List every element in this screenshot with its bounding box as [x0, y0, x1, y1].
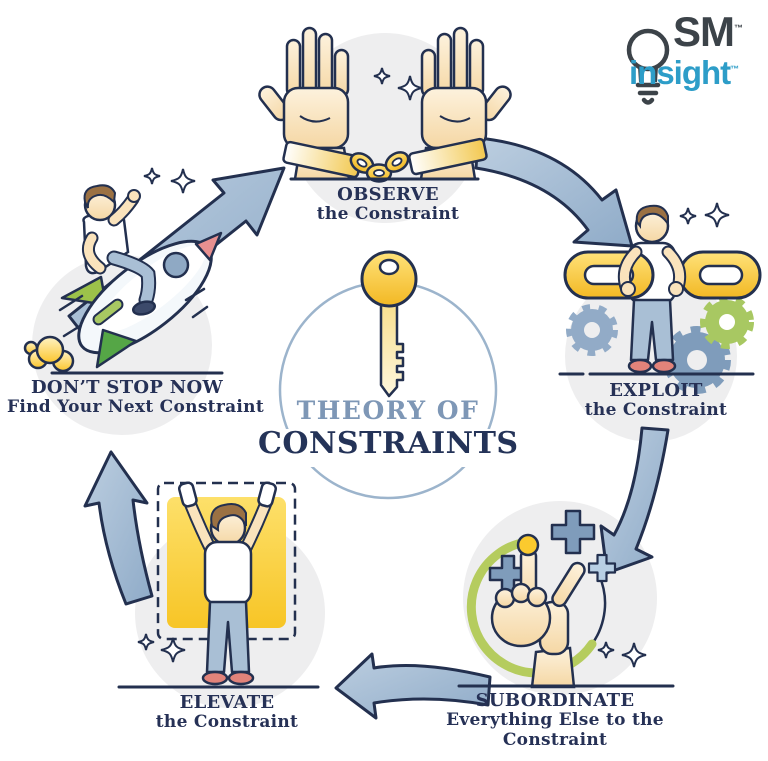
- motion-lines: [58, 287, 209, 338]
- step-exploit-title: EXPLOIT: [609, 380, 703, 401]
- step-elevate-title: ELEVATE: [179, 692, 275, 713]
- sparkle-icon: [143, 167, 161, 185]
- arrow-elevate-to-dont-stop: [83, 450, 154, 606]
- center-title-line1: THEORY OF: [296, 396, 480, 425]
- chain-link-icon: [563, 250, 655, 300]
- logo-sm-text: SM™: [673, 8, 743, 55]
- sparkle-icon: [679, 207, 697, 225]
- step-exploit-subtitle: the Constraint: [584, 400, 728, 420]
- step-observe-subtitle: the Constraint: [316, 204, 460, 224]
- arrow-exploit-to-subordinate: [599, 426, 670, 575]
- step-observe-title: OBSERVE: [337, 184, 439, 205]
- gear-icon: [566, 304, 618, 356]
- fingertip-dot: [516, 533, 540, 557]
- sparkle-icon: [704, 202, 730, 228]
- arrow-observe-to-exploit: [474, 136, 634, 248]
- center-title-line2: CONSTRAINTS: [258, 426, 519, 461]
- trademark-symbol: ™: [730, 64, 740, 74]
- step-subordinate-subtitle2: Constraint: [502, 730, 608, 750]
- step-elevate-subtitle: the Constraint: [155, 712, 299, 732]
- step-dont-stop-title: DON’T STOP NOW: [30, 377, 224, 398]
- baseline-rules: [50, 177, 755, 689]
- rocket-flame-icon: [23, 335, 75, 373]
- elevate-person-illustration: [137, 481, 297, 686]
- handcuff-icon: [408, 137, 488, 176]
- step-subordinate-subtitle1: Everything Else to the: [446, 710, 664, 730]
- chain-icon: [349, 151, 410, 183]
- sm-insight-logo: SM™ insight™: [616, 8, 766, 114]
- step-dont-stop-subtitle: Find Your Next Constraint: [7, 397, 264, 417]
- trademark-symbol: ™: [734, 23, 743, 33]
- rocket-person-illustration: [23, 167, 223, 373]
- sparkle-icon: [170, 168, 196, 194]
- chain-link-icon: [678, 250, 762, 300]
- lightbulb-icon: [626, 28, 670, 105]
- handcuffed-hands-illustration: [258, 26, 512, 183]
- rocket-window-icon: [162, 251, 190, 279]
- logo-insight-text: insight™: [629, 54, 740, 91]
- key-icon: [360, 250, 418, 398]
- arrow-subordinate-to-elevate: [334, 652, 492, 720]
- pointing-hand-illustration: [466, 509, 647, 689]
- step-subordinate-title: SUBORDINATE: [475, 690, 635, 711]
- center-circle: [260, 280, 516, 500]
- gear-icon: [700, 295, 754, 349]
